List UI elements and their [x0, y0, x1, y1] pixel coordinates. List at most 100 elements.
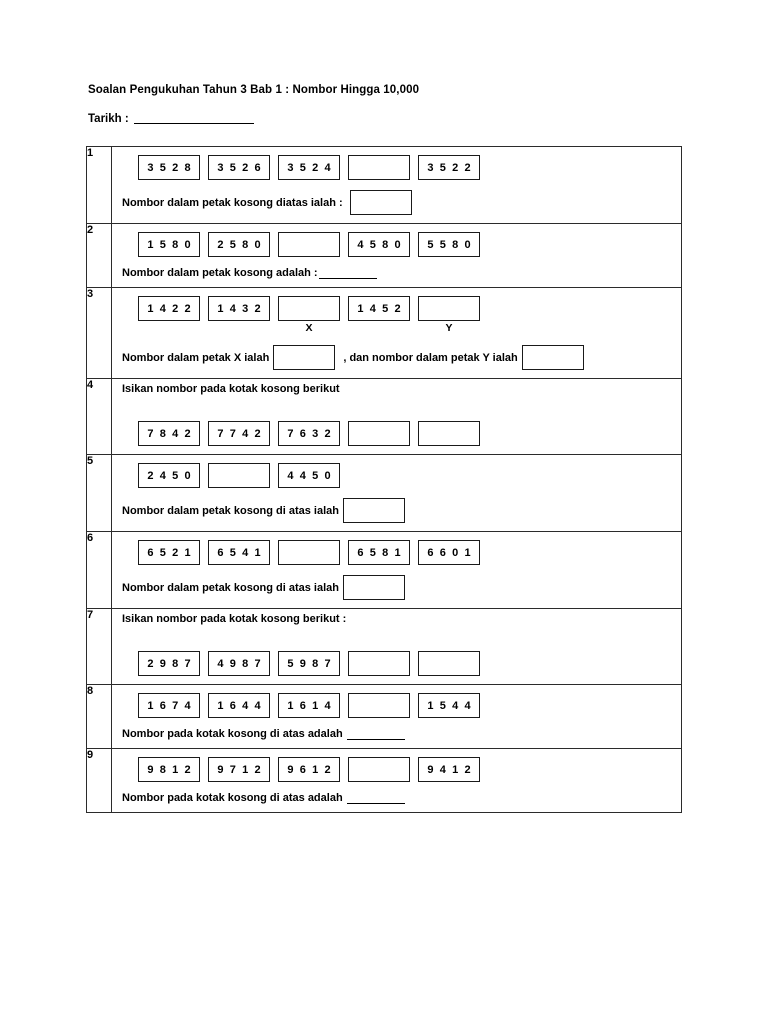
answer-line: Nombor dalam petak kosong adalah :: [122, 267, 681, 279]
number-box-blank[interactable]: [348, 651, 410, 676]
number-box: 2 9 8 7: [138, 651, 200, 676]
answer-line: Nombor dalam petak kosong di atas ialah: [122, 498, 681, 523]
number-box: 1 6 4 4: [208, 693, 270, 718]
number-box: 9 7 1 2: [208, 757, 270, 782]
number-box: 1 4 2 2: [138, 296, 200, 321]
question-number: 8: [86, 684, 112, 749]
number-box: 7 6 3 2: [278, 421, 340, 446]
box-marker-empty: [348, 322, 410, 335]
answer-prefix-text: Nombor dalam petak kosong diatas ialah :: [122, 196, 346, 209]
number-box: 2 5 8 0: [208, 232, 270, 257]
number-box: 7 7 4 2: [208, 421, 270, 446]
question-number: 6: [86, 531, 112, 609]
box-marker-empty: [208, 322, 270, 335]
answer-prefix-text: Nombor dalam petak kosong di atas ialah: [122, 504, 339, 517]
question-row: 2 1 5 8 0 2 5 8 0 4 5 8 0 5 5 8 0 Nombor dala…: [86, 223, 682, 288]
answer-line: Nombor dalam petak kosong di atas ialah: [122, 575, 681, 600]
question-body: 9 8 1 2 9 7 1 2 9 6 1 2 9 4 1 2 Nombor pada …: [111, 748, 682, 813]
prompt-spacer: [138, 399, 681, 421]
answer-box-y[interactable]: [521, 345, 584, 370]
number-box: 9 4 1 2: [418, 757, 480, 782]
question-row: 7 Isikan nombor pada kotak kosong berikut…: [86, 608, 682, 685]
question-prompt: Isikan nombor pada kotak kosong berikut: [122, 383, 340, 395]
answer-prefix-text: Nombor pada kotak kosong di atas adalah: [122, 728, 346, 740]
number-box: 1 4 3 2: [208, 296, 270, 321]
number-box: 6 5 8 1: [348, 540, 410, 565]
number-box: 3 5 2 8: [138, 155, 200, 180]
answer-prefix-text: Nombor dalam petak kosong di atas ialah: [122, 581, 339, 594]
number-box: 1 5 8 0: [138, 232, 200, 257]
question-number: 7: [86, 608, 112, 685]
answer-box[interactable]: [349, 190, 412, 215]
question-body: Isikan nombor pada kotak kosong berikut …: [111, 608, 682, 685]
page-title: Soalan Pengukuhan Tahun 3 Bab 1 : Nombor…: [88, 84, 420, 96]
answer-blank-rule[interactable]: [346, 729, 405, 740]
answer-box[interactable]: [343, 575, 405, 600]
number-box: 1 6 1 4: [278, 693, 340, 718]
question-row: 4 Isikan nombor pada kotak kosong berikut…: [86, 378, 682, 455]
number-box: 4 4 5 0: [278, 463, 340, 488]
number-box-blank[interactable]: [418, 421, 480, 446]
number-box: 6 5 2 1: [138, 540, 200, 565]
number-box: 2 4 5 0: [138, 463, 200, 488]
number-box-blank[interactable]: [348, 421, 410, 446]
number-box-blank[interactable]: [348, 155, 410, 180]
answer-prefix-text: Nombor dalam petak kosong adalah :: [122, 267, 318, 279]
number-sequence-row: 1 4 2 2 1 4 3 2 1 4 5 2: [138, 296, 681, 321]
box-marker-x: X: [305, 322, 313, 334]
question-body: 2 4 5 0 4 4 5 0 Nombor dalam petak kosong …: [111, 454, 682, 532]
number-box: 5 5 8 0: [418, 232, 480, 257]
answer-mid-text: , dan nombor dalam petak Y ialah: [343, 351, 518, 364]
answer-line: Nombor dalam petak kosong diatas ialah :: [122, 190, 681, 215]
question-number: 2: [86, 223, 112, 288]
question-body: 6 5 2 1 6 5 4 1 6 5 8 1 6 6 0 1 Nombor dalam…: [111, 531, 682, 609]
question-prompt: Isikan nombor pada kotak kosong berikut …: [122, 613, 347, 625]
number-sequence-row: 1 5 8 0 2 5 8 0 4 5 8 0 5 5 8 0: [138, 232, 681, 257]
number-box: 9 6 1 2: [278, 757, 340, 782]
question-row: 6 6 5 2 1 6 5 4 1 6 5 8 1 6 6 0 1 Nombor dala…: [86, 531, 682, 609]
number-box-blank[interactable]: [278, 232, 340, 257]
question-number: 4: [86, 378, 112, 455]
answer-prefix-text: Nombor dalam petak X ialah: [122, 351, 270, 364]
number-sequence-row: 9 8 1 2 9 7 1 2 9 6 1 2 9 4 1 2: [138, 757, 681, 782]
number-box: 6 6 0 1: [418, 540, 480, 565]
box-marker-y: Y: [445, 322, 453, 334]
number-box: 9 8 1 2: [138, 757, 200, 782]
number-box: 1 4 5 2: [348, 296, 410, 321]
number-box-blank[interactable]: [418, 296, 480, 321]
number-box-blank[interactable]: [348, 693, 410, 718]
answer-box-x[interactable]: [273, 345, 336, 370]
number-box: 4 5 8 0: [348, 232, 410, 257]
number-box-blank[interactable]: [208, 463, 270, 488]
number-box-blank[interactable]: [278, 296, 340, 321]
number-box: 4 9 8 7: [208, 651, 270, 676]
question-number: 1: [86, 146, 112, 224]
number-box-blank[interactable]: [278, 540, 340, 565]
answer-prefix-text: Nombor pada kotak kosong di atas adalah: [122, 792, 346, 804]
number-box: 1 5 4 4: [418, 693, 480, 718]
number-box-blank[interactable]: [418, 651, 480, 676]
answer-blank-rule[interactable]: [318, 268, 377, 279]
box-marker-empty: [138, 322, 200, 335]
number-box-blank[interactable]: [348, 757, 410, 782]
answer-box[interactable]: [343, 498, 405, 523]
answer-blank-rule[interactable]: [346, 793, 405, 804]
number-sequence-row: 6 5 2 1 6 5 4 1 6 5 8 1 6 6 0 1: [138, 540, 681, 565]
date-blank-rule[interactable]: [133, 112, 254, 124]
worksheet-header: Soalan Pengukuhan Tahun 3 Bab 1 : Nombor…: [88, 84, 688, 125]
answer-line: Nombor pada kotak kosong di atas adalah: [122, 728, 681, 740]
number-box: 6 5 4 1: [208, 540, 270, 565]
